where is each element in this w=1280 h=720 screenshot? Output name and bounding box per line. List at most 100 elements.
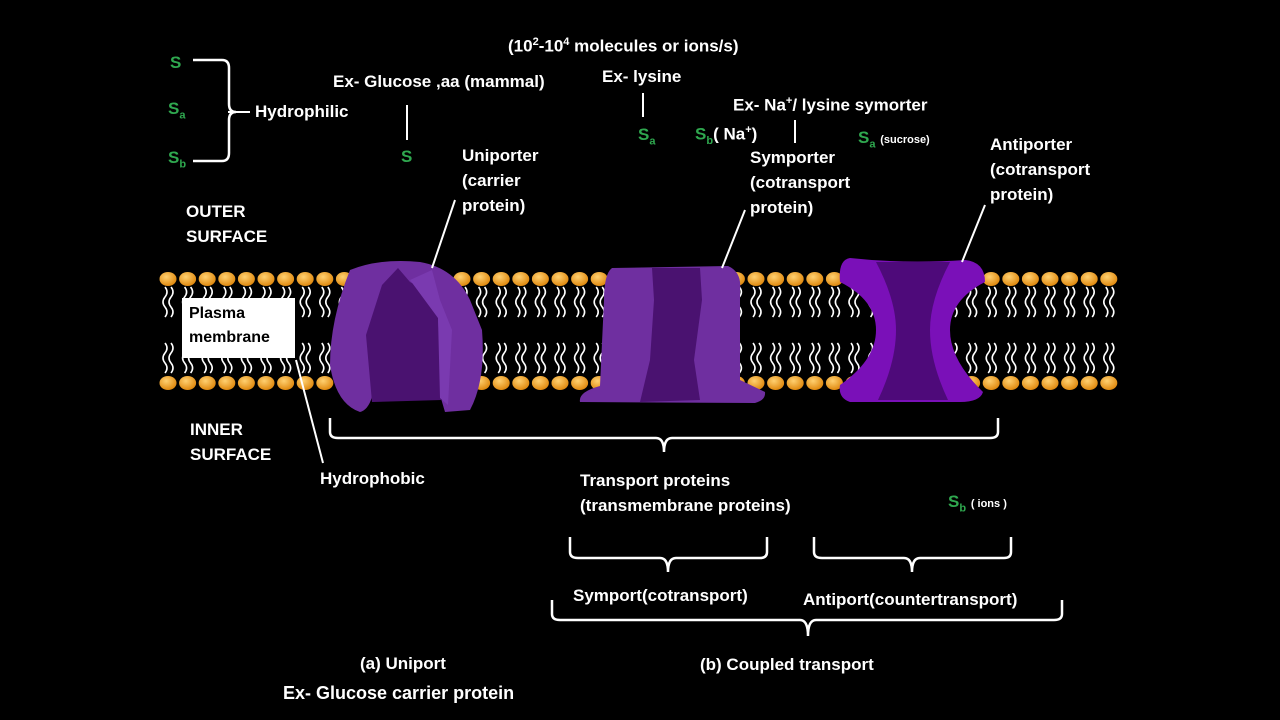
lipid-head xyxy=(257,272,275,286)
lipid-tail xyxy=(808,342,815,374)
lipid-head xyxy=(982,376,1000,390)
symorter-example: Ex- Na+/ lysine symorter xyxy=(733,95,928,115)
antiporter-protein xyxy=(839,258,985,402)
lipid-head xyxy=(786,376,804,390)
lipid-head xyxy=(237,272,255,286)
lipid-tail xyxy=(1109,342,1115,374)
lipid-head xyxy=(982,272,1000,286)
lipid-tail xyxy=(579,342,586,374)
lipid-head xyxy=(1041,376,1059,390)
lipid-tail xyxy=(1024,342,1031,374)
lipid-tail xyxy=(554,342,560,374)
lipid-tail xyxy=(1044,342,1050,374)
symport-sb: Sb( Na+) xyxy=(695,124,758,148)
lipid-tail xyxy=(162,286,168,318)
lipid-tail xyxy=(495,286,502,318)
lipid-head xyxy=(277,272,295,286)
lipid-tail xyxy=(1069,286,1076,318)
uniport-solute: S xyxy=(401,147,413,166)
lipid-head xyxy=(571,376,589,390)
lipid-tail xyxy=(1024,286,1031,318)
lipid-head xyxy=(1061,376,1079,390)
lipid-tail xyxy=(848,342,854,374)
lipid-tail xyxy=(834,342,841,374)
lipid-head xyxy=(1002,376,1020,390)
lipid-tail xyxy=(305,286,312,318)
transport-rate-label: (102-104 molecules or ions/s) xyxy=(508,36,739,56)
solute-sa: Sa xyxy=(168,99,186,122)
lipid-tail xyxy=(540,286,547,318)
lipid-head xyxy=(1061,272,1079,286)
symporter-protein xyxy=(579,266,766,403)
lipid-tail xyxy=(795,286,802,318)
lipid-head xyxy=(767,376,785,390)
lipid-head xyxy=(492,376,510,390)
caption-example: Ex- Glucose carrier protein xyxy=(283,683,515,703)
lipid-tail xyxy=(554,286,560,318)
lipid-tail xyxy=(769,286,776,318)
lipid-head xyxy=(198,376,216,390)
lipid-head xyxy=(473,272,491,286)
caption-coupled-transport: (b) Coupled transport xyxy=(700,655,874,674)
symport-label: Symport(cotransport) xyxy=(573,586,748,605)
lipid-head xyxy=(492,272,510,286)
lipid-tail xyxy=(475,286,482,318)
inner-surface-label: INNER SURFACE xyxy=(190,420,272,464)
hydrophobic-label: Hydrophobic xyxy=(320,469,425,488)
lipid-tail xyxy=(814,286,821,318)
lipid-tail xyxy=(775,342,782,374)
lipid-head xyxy=(159,376,177,390)
lipid-tail xyxy=(750,342,756,374)
lipid-tail xyxy=(991,286,998,318)
lipid-tail xyxy=(168,286,174,318)
lipid-tail xyxy=(501,286,508,318)
lipid-tail xyxy=(808,286,815,318)
lipid-tail xyxy=(162,342,168,374)
lipid-tail xyxy=(971,342,978,374)
coupled-transport-brace xyxy=(550,600,1064,637)
lipid-head xyxy=(1100,376,1118,390)
lipid-head xyxy=(767,272,785,286)
lipid-head xyxy=(218,272,236,286)
lipid-head xyxy=(806,376,824,390)
lipid-tail xyxy=(1109,286,1115,318)
lipid-tail xyxy=(1083,342,1089,374)
lipid-tail xyxy=(965,342,972,374)
lipid-head xyxy=(296,376,314,390)
lipid-tail xyxy=(324,342,331,374)
hydrophilic-bracket xyxy=(193,58,237,163)
lipid-tail xyxy=(520,286,527,318)
lipid-tail xyxy=(560,286,566,318)
lipid-head xyxy=(316,272,334,286)
lipid-tail xyxy=(1083,286,1089,318)
transport-proteins-label: Transport proteins (transmembrane protei… xyxy=(580,471,791,515)
lipid-tail xyxy=(971,286,978,318)
lipid-tail xyxy=(168,342,174,374)
outer-surface-label: OUTER SURFACE xyxy=(186,202,268,246)
lipid-tail xyxy=(1089,286,1095,318)
lipid-tail xyxy=(324,286,331,318)
lipid-tail xyxy=(828,286,835,318)
lipid-tail xyxy=(573,342,580,374)
lipid-tail xyxy=(750,286,756,318)
lipid-head xyxy=(1021,272,1039,286)
lipid-head xyxy=(316,376,334,390)
lipid-tail xyxy=(1010,342,1017,374)
lipid-tail xyxy=(1103,342,1109,374)
lipid-tail xyxy=(593,286,600,318)
lipid-head xyxy=(571,272,589,286)
lipid-tail xyxy=(1004,286,1011,318)
lipid-head xyxy=(257,376,275,390)
lipid-tail xyxy=(756,286,762,318)
lipid-head xyxy=(512,376,530,390)
lipid-tail xyxy=(1089,342,1095,374)
lipid-tail xyxy=(814,342,821,374)
lipid-tail xyxy=(985,286,992,318)
antiport-sb: Sb ( ions ) xyxy=(948,492,1007,515)
lipid-tail xyxy=(593,342,600,374)
plasma-membrane-label: Plasma membrane xyxy=(182,298,295,358)
lipid-tail xyxy=(1030,286,1037,318)
lipid-head xyxy=(1021,376,1039,390)
lipid-head xyxy=(825,272,843,286)
